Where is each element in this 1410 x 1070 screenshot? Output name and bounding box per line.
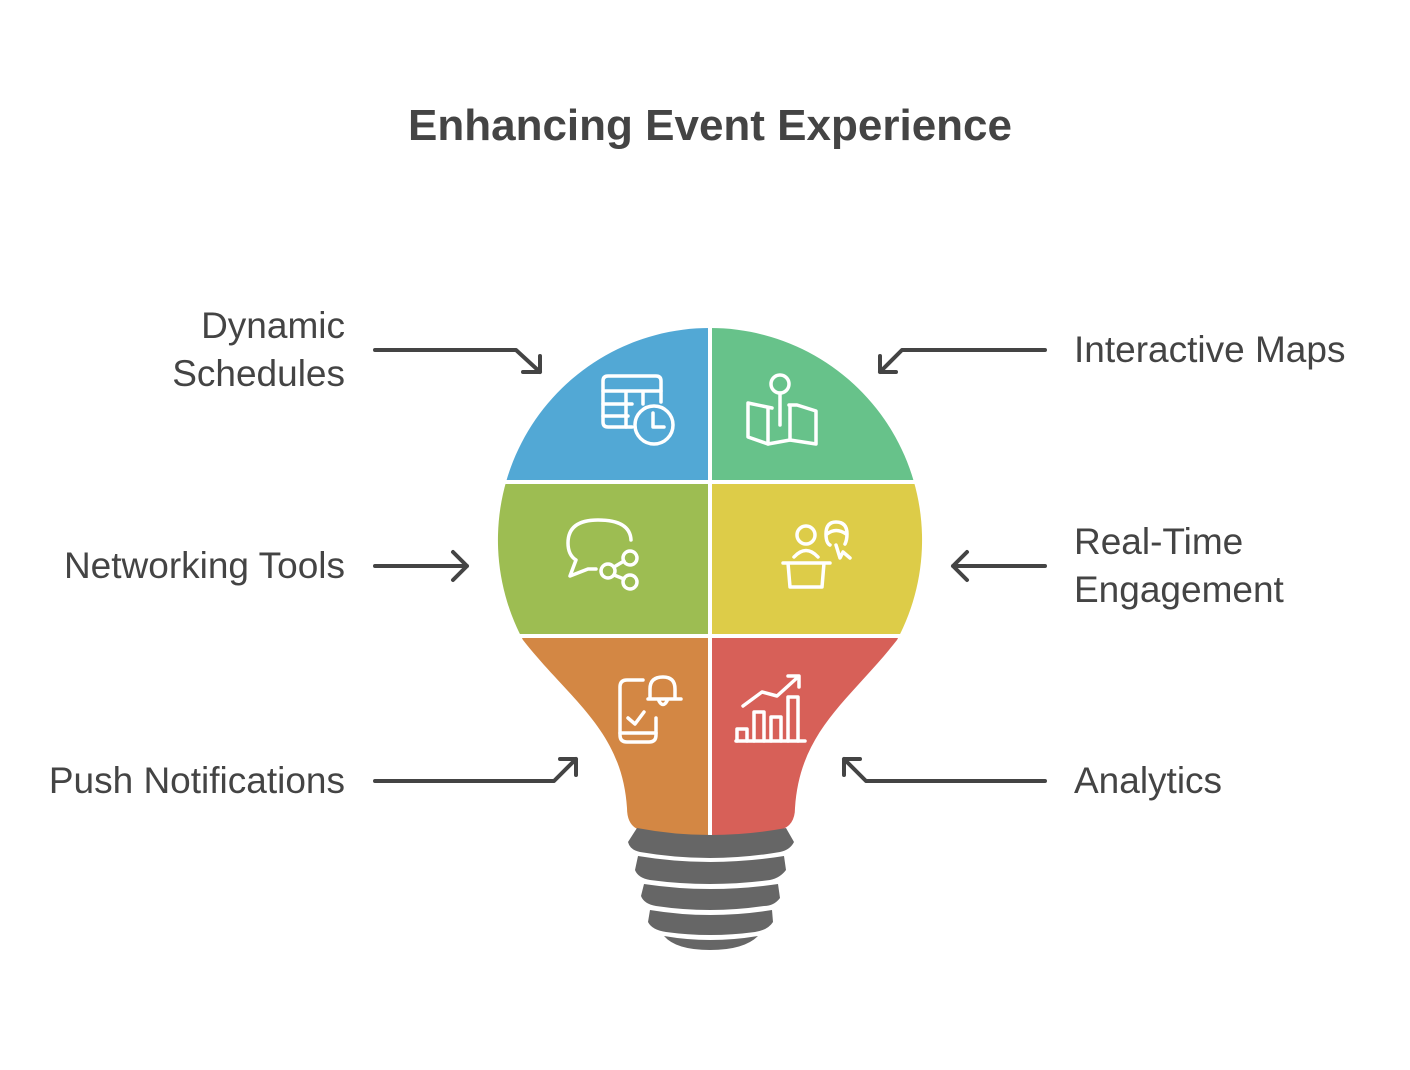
segment-dynamic-schedules <box>497 328 708 480</box>
segment-networking-tools <box>497 484 708 634</box>
phone-notification-icon <box>618 675 683 744</box>
calendar-clock-icon <box>601 374 675 446</box>
map-pin-icon <box>746 373 818 446</box>
arrow-push-notifications <box>373 757 578 783</box>
arrow-analytics <box>842 757 1047 783</box>
segment-analytics <box>712 638 923 836</box>
arrow-real-time-engagement <box>951 550 1047 582</box>
segment-real-time-engagement <box>712 484 923 634</box>
label-real-time-engagement-line2: Engagement <box>1074 569 1285 610</box>
segment-push-notifications <box>497 638 708 836</box>
presenter-engagement-icon <box>781 520 852 589</box>
analytics-chart-icon <box>734 674 807 743</box>
label-interactive-maps: Interactive Maps <box>1074 329 1345 370</box>
segment-interactive-maps <box>712 328 923 480</box>
bulb-segments <box>497 328 923 836</box>
label-networking-tools: Networking Tools <box>64 545 345 586</box>
bulb-base <box>628 828 794 950</box>
label-dynamic-schedules-line1: Dynamic <box>201 305 345 346</box>
label-dynamic-schedules-line2: Schedules <box>172 353 345 394</box>
label-real-time-engagement-line1: Real-Time <box>1074 521 1243 562</box>
label-push-notifications: Push Notifications <box>49 760 345 801</box>
chat-share-icon <box>566 518 639 591</box>
arrow-dynamic-schedules <box>373 348 542 374</box>
label-analytics: Analytics <box>1074 760 1222 801</box>
diagram-title: Enhancing Event Experience <box>408 101 1012 150</box>
arrow-interactive-maps <box>878 348 1047 374</box>
arrow-networking-tools <box>373 550 469 582</box>
